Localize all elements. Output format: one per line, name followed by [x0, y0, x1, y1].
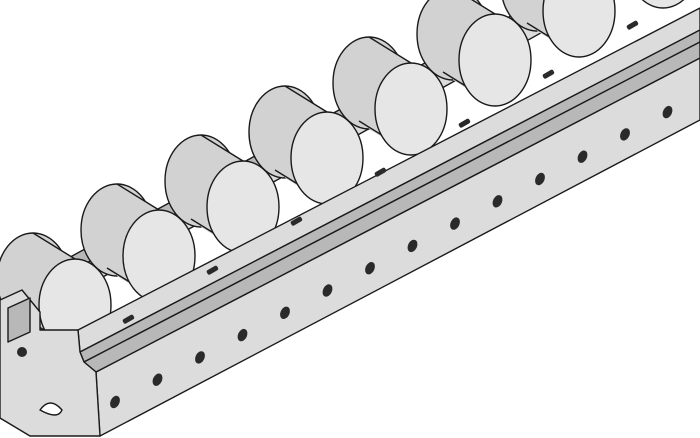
mounting-hole [195, 351, 205, 364]
roller [248, 85, 364, 205]
roller [641, 0, 685, 9]
lip-slot [206, 265, 219, 275]
lip-slot [458, 118, 471, 128]
roller-edge-top [200, 134, 244, 162]
roller-front-face [542, 0, 616, 58]
lip-slot [290, 216, 303, 226]
lip-slot [542, 69, 555, 79]
roller-edge-top [368, 36, 412, 64]
mounting-hole [110, 395, 120, 409]
end-frame-inner [7, 297, 31, 343]
roller-edge-top [471, 0, 496, 15]
mounting-hole [450, 217, 460, 230]
roller [416, 0, 532, 107]
lip-slot [374, 167, 387, 177]
lip-slot [122, 314, 135, 324]
roller-front-face [374, 62, 448, 156]
mounting-hole [535, 172, 545, 186]
mounting-hole [662, 105, 673, 119]
roller [332, 36, 448, 156]
roller-edge-top [116, 183, 160, 211]
mounting-hole [322, 284, 333, 297]
mounting-hole [152, 373, 163, 386]
roller [502, 0, 616, 58]
roller-front-face [641, 0, 685, 9]
mounting-hole [492, 195, 503, 208]
roller [164, 134, 280, 254]
roller-edge-top [284, 85, 328, 113]
mounting-hole [620, 128, 630, 141]
mounting-hole [237, 328, 248, 342]
roller-edge-top [32, 232, 76, 260]
mounting-hole [407, 239, 418, 253]
end-frame-notch [39, 402, 63, 416]
end-frame [0, 289, 101, 437]
mounting-hole [280, 306, 290, 319]
end-frame-hole [17, 347, 27, 357]
mounting-hole [577, 150, 588, 163]
roller-front-face [458, 13, 532, 107]
lip-slot [626, 20, 639, 30]
mounting-hole [365, 262, 375, 275]
